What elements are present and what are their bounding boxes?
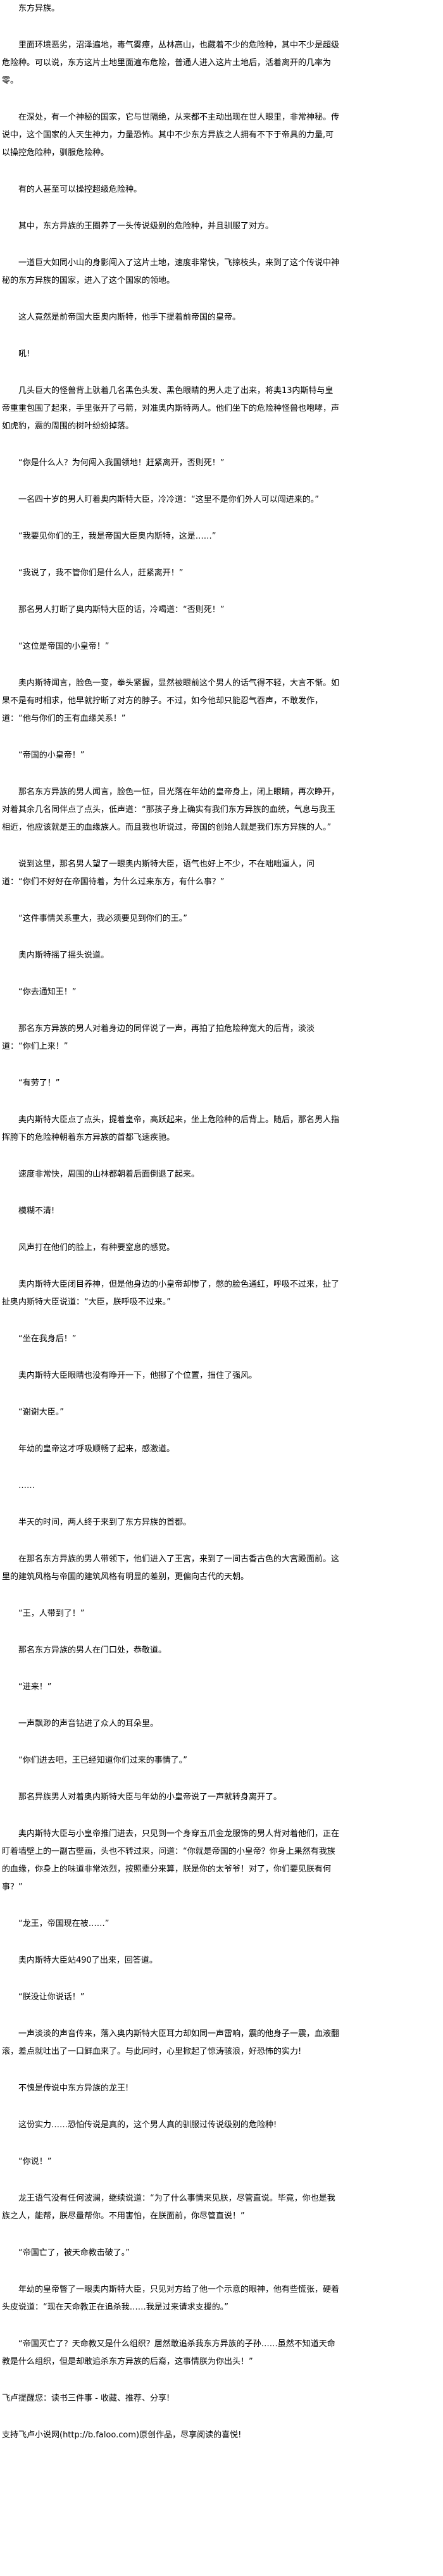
- story-paragraph: “你去通知王！”: [18, 987, 77, 997]
- story-paragraph: 说到这里，那名男人望了一眼奥内斯特大臣，语气也好上不少，不在咄咄逼人，问道：“你…: [2, 860, 315, 887]
- story-paragraph: 半天的时间，两人终于来到了东方异族的首都。: [18, 1518, 192, 1527]
- footer-reminder: 飞卢提醒您：读书三件事 - 收藏、推荐、分享!: [2, 2394, 170, 2403]
- story-paragraph: “我要见你们的王，我是帝国大臣奥内斯特，这是……”: [18, 532, 216, 541]
- story-paragraph: “帝国灭亡了？天命教又是什么组织？居然敢追杀我东方异族的子孙……虽然不知道天命教…: [2, 2339, 335, 2367]
- story-paragraph: 这份实力……恐怕传说是真的，这个男人真的驯服过传说级别的危险种!: [18, 2120, 277, 2130]
- story-paragraph: “谢谢大臣。”: [18, 1408, 64, 1417]
- story-paragraph: 奥内斯特大臣眼睛也没有睁开一下，他挪了个位置，挡住了强风。: [18, 1371, 258, 1380]
- story-paragraph: “坐在我身后！”: [18, 1334, 77, 1344]
- story-paragraph: 风声打在他们的脸上，有种要窒息的感觉。: [18, 1243, 175, 1253]
- story-paragraph: 年幼的皇帝这才呼吸顺畅了起来，感激道。: [18, 1444, 175, 1454]
- story-paragraph: 里面环境恶劣，沼泽遍地，毒气雾瘴，丛林高山，也藏着不少的危险种，其中不少是超级危…: [2, 41, 340, 85]
- story-paragraph: 奥内斯特大臣与小皇帝推门进去，只见到一个身穿五爪金龙服饰的男人背对着他们，正在盯…: [2, 1829, 340, 1892]
- story-paragraph: 那名男人打断了奥内斯特大臣的话，冷喝道：“否则死！”: [18, 605, 225, 615]
- story-paragraph: 一道巨大如同小山的身影闯入了这片土地，速度非常快，飞掠枝头，来到了这个传说中神秘…: [2, 258, 340, 285]
- story-paragraph: 龙王语气没有任何波澜，继续说道：“为了什么事情来见朕，尽管直说。毕竟，你也是我族…: [2, 2194, 335, 2221]
- story-paragraph: 一名四十岁的男人盯着奥内斯特大臣，冷冷道：“这里不是你们外人可以闯进来的。”: [18, 495, 319, 504]
- story-paragraph: 其中，东方异族的王圈养了一头传说级别的危险种，并且驯服了对方。: [18, 222, 274, 231]
- story-paragraph: “这位是帝国的小皇帝！”: [18, 642, 109, 651]
- story-paragraph: 那名东方异族的男人闻言，脸色一怔，目光落在年幼的皇帝身上，闭上眼睛，再次睁开，对…: [2, 787, 340, 832]
- story-paragraph: 东方异族。: [18, 4, 60, 13]
- story-paragraph: 吼!: [18, 349, 30, 359]
- chapter-body: 东方异族。里面环境恶劣，沼泽遍地，毒气雾瘴，丛林高山，也藏着不少的危险种，其中不…: [2, 0, 340, 2440]
- story-paragraph: “你们进去吧，王已经知道你们过来的事情了。”: [18, 1756, 187, 1765]
- story-paragraph: ……: [18, 1481, 35, 1491]
- story-paragraph: “帝国的小皇帝！”: [18, 751, 85, 760]
- story-paragraph: 那名东方异族的男人对着身边的同伴说了一声，再拍了拍危险种宽大的后背，淡淡道：“你…: [2, 1024, 315, 1051]
- story-paragraph: 那名异族男人对着奥内斯特大臣与年幼的小皇帝说了一声就转身离开了。: [18, 1792, 282, 1802]
- story-paragraph: 一声飘渺的声音钻进了众人的耳朵里。: [18, 1719, 159, 1729]
- story-paragraph: 一声淡淡的声音传来，落入奥内斯特大臣耳力却如同一声雷响，震的他身子一震，血液翻滚…: [2, 2029, 340, 2056]
- story-paragraph: “有劳了！”: [18, 1079, 60, 1088]
- story-paragraph: 奥内斯特大臣闭目养神，但是他身边的小皇帝却惨了，憋的脸色通红，呼吸不过来，扯了扯…: [2, 1280, 340, 1307]
- story-paragraph: 奥内斯特大臣点了点头，提着皇帝，高跃起来，坐上危险种的后背上。随后，那名男人指挥…: [2, 1115, 340, 1142]
- story-paragraph: 几头巨大的怪兽背上驮着几名黑色头发、黑色眼睛的男人走了出来，将奥13内斯特与皇帝…: [2, 386, 340, 431]
- story-paragraph: “王，人带到了！”: [18, 1609, 85, 1618]
- story-paragraph: “你说！”: [18, 2157, 52, 2166]
- story-paragraph: “朕没让你说话！”: [18, 1992, 85, 2002]
- story-paragraph: “进来！”: [18, 1682, 52, 1692]
- story-paragraph: 那名东方异族的男人在门口处，恭敬道。: [18, 1646, 167, 1655]
- story-paragraph: 速度非常快，周围的山林都朝着后面倒退了起来。: [18, 1170, 200, 1179]
- story-paragraph: “你是什么人？为何闯入我国领地！赶紧离开，否则死！”: [18, 458, 225, 468]
- story-paragraph: 奥内斯特大臣站490了出来，回答道。: [18, 1956, 158, 1965]
- story-paragraph: “龙王，帝国现在被……”: [18, 1919, 109, 1929]
- story-paragraph: 奥内斯特摇了摇头说道。: [18, 951, 109, 960]
- paragraph-list: 东方异族。里面环境恶劣，沼泽遍地，毒气雾瘴，丛林高山，也藏着不少的危险种，其中不…: [2, 0, 340, 2371]
- story-paragraph: 有的人甚至可以操控超级危险种。: [18, 185, 142, 194]
- story-paragraph: “我说了，我不管你们是什么人，赶紧离开！”: [18, 568, 184, 578]
- story-paragraph: 在那名东方异族的男人带领下，他们进入了王宫，来到了一间古香古色的大宫殿面前。这里…: [2, 1554, 340, 1582]
- story-paragraph: 模糊不清!: [18, 1206, 55, 1216]
- story-paragraph: “这件事情关系重大，我必须要见到你们的王。”: [18, 914, 187, 923]
- story-paragraph: 年幼的皇帝瞥了一眼奥内斯特大臣，只见对方给了他一个示意的眼神，他有些慌张，硬着头…: [2, 2285, 340, 2312]
- story-paragraph: 在深处，有一个神秘的国家，它与世隔绝，从来都不主动出现在世人眼里，非常神秘。传说…: [2, 113, 340, 158]
- story-paragraph: “帝国亡了，被天命教击破了。”: [18, 2248, 130, 2258]
- story-paragraph: 不愧是传说中东方异族的龙王!: [18, 2084, 129, 2093]
- story-paragraph: 奥内斯特闻言，脸色一变，拳头紧握，显然被眼前这个男人的话气得不轻，大言不惭。如果…: [2, 678, 340, 723]
- story-paragraph: 这人竟然是前帝国大臣奥内斯特，他手下提着前帝国的皇帝。: [18, 313, 241, 322]
- footer-support-text: 支持飞卢小说网(http://b.faloo.com)原创作品，尽享阅读的喜悦!: [2, 2430, 242, 2440]
